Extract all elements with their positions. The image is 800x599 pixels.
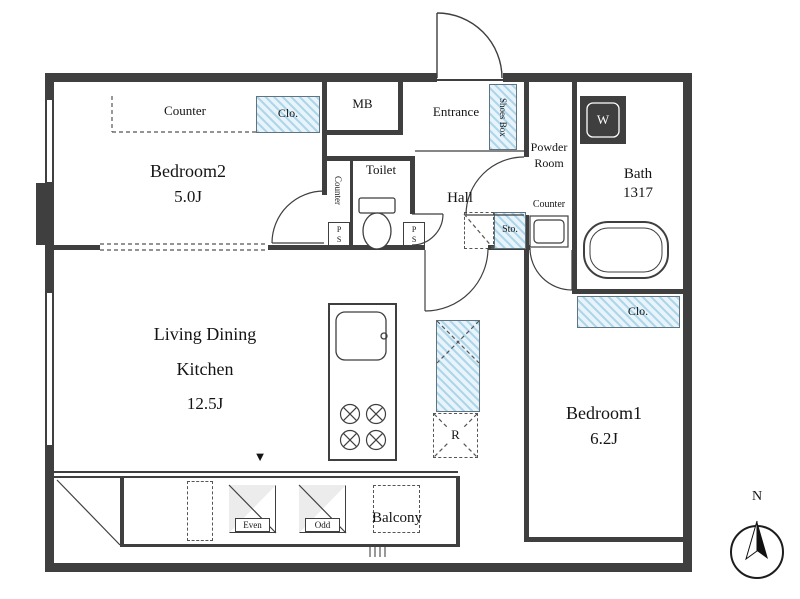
storage-hatch — [494, 212, 526, 249]
wall-bath-west — [572, 82, 577, 294]
shoes-box-hatch — [489, 84, 517, 150]
wall-mb-east — [398, 73, 403, 135]
ldk-size: 12.5J — [186, 394, 224, 414]
wall-pillar-left — [36, 183, 45, 245]
wall-counter-strip — [350, 156, 353, 250]
bedroom1-size: 6.2J — [590, 429, 618, 449]
refrigerator-letter: R — [448, 427, 463, 443]
kitchen-counter — [328, 303, 397, 461]
window-line-ldk-south-a — [53, 471, 458, 473]
pipe-space-right: PS — [403, 222, 425, 248]
window-ldk — [45, 293, 54, 445]
bedroom2-name: Bedroom2 — [150, 160, 226, 181]
counter-toilet-label: Counter — [333, 175, 344, 205]
bath-name: Bath — [623, 166, 653, 183]
balcony-partition-dashed — [187, 481, 213, 541]
entrance-label: Entrance — [432, 103, 480, 119]
pipe-space-left-label: PS — [334, 225, 344, 245]
powder-room-label-2: Room — [534, 155, 564, 170]
wall-toilet-north — [327, 156, 415, 161]
closet-bedroom2-label: Clo. — [277, 106, 299, 121]
storage-label: Sto. — [502, 224, 518, 236]
wall-balcony-edge — [120, 544, 460, 547]
ldk-door-icon — [424, 247, 489, 312]
wall-top-right — [503, 73, 692, 82]
pipe-space-right-label: PS — [409, 225, 419, 245]
basin-icon — [529, 215, 569, 248]
compass: N — [707, 489, 800, 589]
wall-bedroom2-south-a — [53, 245, 100, 250]
hatch-odd-label: Odd — [305, 518, 340, 532]
toilet-label: Toilet — [365, 161, 397, 177]
meter-box-label: MB — [352, 95, 373, 111]
wall-powder-west-lower — [524, 215, 529, 250]
refrigerator-space — [433, 413, 478, 458]
bedroom1-name: Bedroom1 — [566, 402, 642, 423]
powder-room-label-1: Powder — [530, 139, 568, 154]
pantry-hatch — [436, 320, 480, 412]
closet-bedroom1-label: Clo. — [627, 304, 649, 319]
entrance-door-icon — [436, 12, 503, 81]
wall-balcony-west — [120, 476, 124, 547]
wall-bath-south — [572, 289, 683, 294]
wall-bedroom2-east — [322, 82, 327, 195]
bedroom2-size: 5.0J — [174, 187, 202, 207]
wall-bottom — [45, 563, 692, 572]
shoes-box-label: Shoes Box — [498, 97, 509, 137]
toilet-icon — [358, 197, 396, 250]
counter-bedroom2-label: Counter — [164, 102, 206, 118]
wall-powder-west-upper — [524, 82, 529, 157]
bedroom1-door-icon — [529, 247, 573, 291]
bathtub-icon — [583, 221, 669, 279]
wall-balcony-east — [456, 476, 460, 547]
balcony-label: Balcony — [372, 510, 422, 527]
wall-right — [683, 73, 692, 572]
washer-label: W — [596, 111, 610, 127]
counter-powder-label: Counter — [532, 198, 566, 210]
closet-bedroom1-hatch — [577, 296, 680, 328]
pipe-space-left: PS — [328, 222, 350, 248]
closet-bedroom2-hatch — [256, 96, 320, 133]
refrigerator-label: R — [433, 413, 478, 458]
compass-icon — [730, 520, 784, 579]
wall-mb-south — [327, 130, 403, 135]
drain-ticks — [369, 547, 386, 557]
window-line-ldk-south-b — [53, 476, 458, 478]
ldk-name-line1: Living Dining — [153, 323, 257, 344]
balcony-diagonal-edge — [56, 479, 121, 546]
hatch-even-label: Even — [235, 518, 270, 532]
window-bedroom2 — [45, 100, 54, 182]
wall-bedroom1-west — [524, 250, 529, 542]
pointer-marker: ▼ — [253, 448, 267, 464]
wall-toilet-east — [410, 156, 415, 214]
wall-top-left — [45, 73, 437, 82]
hall-label: Hall — [447, 190, 473, 207]
wall-bedroom2-south-b — [268, 245, 327, 250]
storage-depth-dashed — [464, 212, 494, 249]
balcony-dashed-box — [373, 485, 420, 533]
wall-bedroom1-south — [524, 537, 692, 542]
compass-north-label: N — [751, 488, 763, 504]
ldk-name-line2: Kitchen — [176, 358, 234, 379]
bath-size: 1317 — [623, 185, 653, 202]
